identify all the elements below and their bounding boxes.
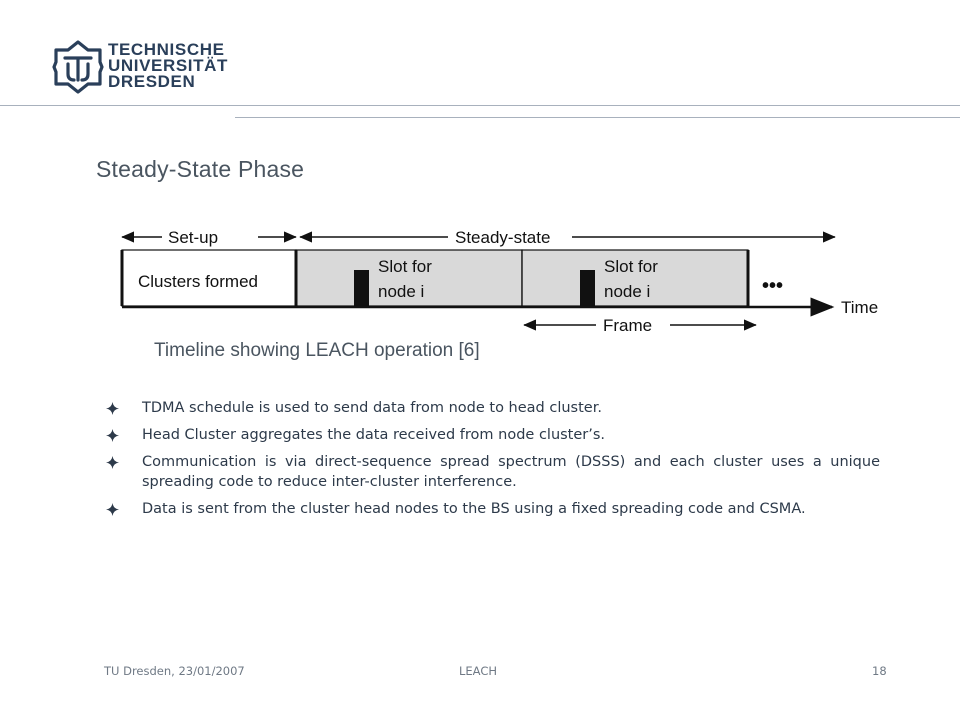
slot-2-label-line1: Slot for bbox=[604, 257, 658, 276]
page-number: 18 bbox=[872, 664, 887, 678]
diamond-bullet-icon bbox=[106, 456, 119, 469]
footer-institution-date: TU Dresden, 23/01/2007 bbox=[104, 664, 245, 678]
continuation-ellipsis: ••• bbox=[762, 275, 783, 297]
slot-marker-2 bbox=[580, 270, 595, 306]
slide-header: TECHNISCHE UNIVERSITÄT DRESDEN bbox=[0, 0, 960, 120]
figure-caption: Timeline showing LEACH operation [6] bbox=[154, 340, 480, 361]
diamond-bullet-icon bbox=[106, 402, 119, 415]
slot-1-label-line2: node i bbox=[378, 282, 424, 301]
slide-title: Steady-State Phase bbox=[96, 156, 305, 182]
slot-2-label-line2: node i bbox=[604, 282, 650, 301]
frame-label: Frame bbox=[603, 316, 652, 335]
tu-dresden-logo-icon bbox=[52, 40, 104, 94]
diamond-bullet-icon bbox=[106, 503, 119, 516]
clusters-formed-label: Clusters formed bbox=[138, 272, 258, 291]
bullet-text: Data is sent from the cluster head nodes… bbox=[142, 501, 806, 517]
bullet-text: TDMA schedule is used to send data from … bbox=[142, 400, 602, 416]
clusters-formed-box bbox=[121, 249, 297, 307]
diamond-bullet-icon bbox=[106, 429, 119, 442]
header-divider-bottom bbox=[235, 117, 960, 118]
bullet-text: Head Cluster aggregates the data receive… bbox=[142, 427, 606, 443]
steady-state-label: Steady-state bbox=[455, 228, 550, 247]
header-divider-top bbox=[0, 105, 960, 106]
slide-footer: TU Dresden, 23/01/2007 LEACH 18 bbox=[0, 664, 960, 684]
logo-line-2: UNIVERSITÄT bbox=[108, 56, 228, 75]
setup-label: Set-up bbox=[168, 228, 218, 247]
bullet-item: Head Cluster aggregates the data receive… bbox=[106, 425, 880, 445]
bullet-item: Communication is via direct-sequence spr… bbox=[106, 452, 880, 492]
frame-2-box bbox=[521, 249, 749, 307]
logo-line-1: TECHNISCHE bbox=[108, 40, 225, 59]
leach-timeline-diagram: Set-up Steady-state Clusters formed Slot… bbox=[120, 228, 878, 335]
bullet-text: Communication is via direct-sequence spr… bbox=[142, 454, 880, 490]
university-logo-text: TECHNISCHE UNIVERSITÄT DRESDEN bbox=[108, 40, 228, 91]
bullet-item: Data is sent from the cluster head nodes… bbox=[106, 499, 880, 519]
frame-1-box bbox=[295, 249, 523, 307]
logo-line-3: DRESDEN bbox=[108, 72, 196, 91]
slot-1-label-line1: Slot for bbox=[378, 257, 432, 276]
footer-topic: LEACH bbox=[459, 664, 498, 678]
time-label: Time bbox=[841, 298, 878, 317]
bullet-item: TDMA schedule is used to send data from … bbox=[106, 398, 880, 418]
bullet-list: TDMA schedule is used to send data from … bbox=[106, 398, 880, 526]
slot-marker-1 bbox=[354, 270, 369, 306]
